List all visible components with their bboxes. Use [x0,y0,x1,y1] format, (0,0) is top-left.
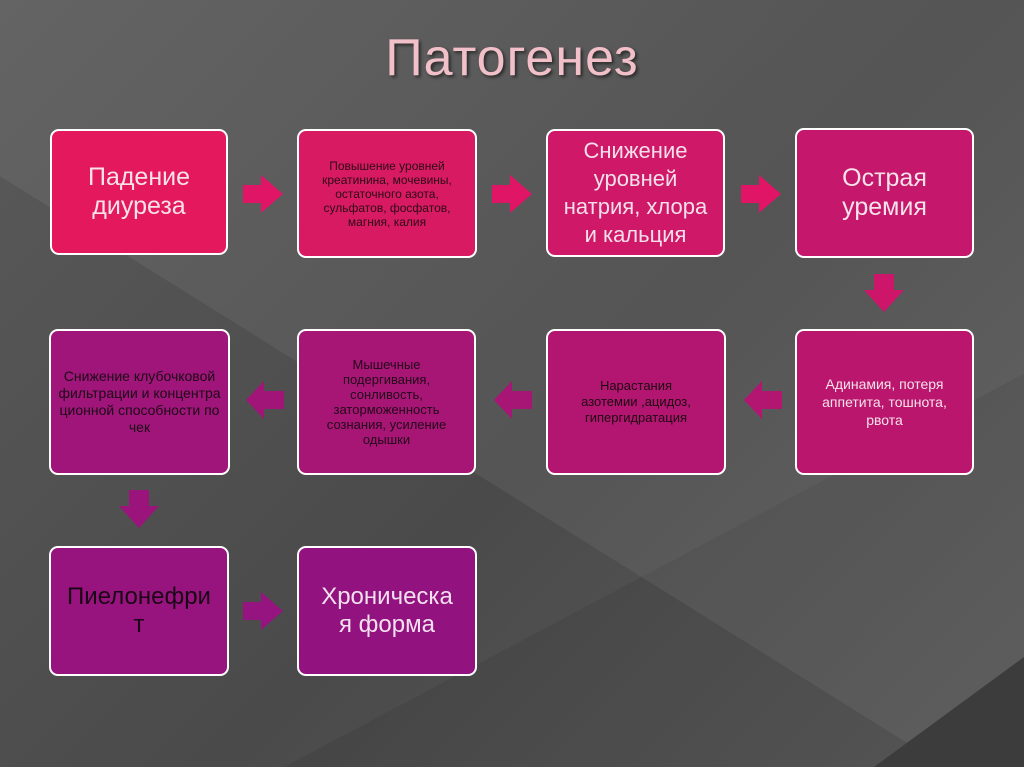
box-myshechnye-podergivaniya: Мышечные подергивания, сонливость, затор… [297,329,476,475]
box-label: Адинамия, потеря аппетита, тошнота, рвот… [822,376,947,428]
box-povyshenie-urovney: Повышение уровней креатинина, мочевины, … [297,129,477,258]
box-pielonefrit: Пиелонефрит [49,546,229,676]
box-adinamiya: Адинамия, потеря аппетита, тошнота, рвот… [795,329,974,475]
arrow-left-icon [494,381,532,419]
box-snizhenie-natriya: Снижение уровней натрия, хлора и кальция [546,129,725,257]
box-label: Хроническая форма [321,583,453,638]
arrow-left-icon [744,381,782,419]
box-label: Снижение уровней натрия, хлора и кальция [563,138,708,247]
box-label: Мышечные подергивания, сонливость, затор… [326,357,447,447]
box-snizhenie-filtracii: Снижение клубочковой фильтрации и концен… [49,329,230,475]
box-label: Острая уремия [842,164,927,221]
arrow-down-icon [119,490,159,528]
box-padenie-diureza: Падение диуреза [50,129,228,255]
page-title: Патогенез [385,29,639,87]
arrow-right-icon [741,175,781,213]
box-narastaniya-azotemii: Нарастания азотемии ,ацидоз, гипергидрат… [546,329,726,475]
arrow-right-icon [243,175,283,213]
box-ostraya-uremiya: Острая уремия [795,128,974,258]
arrow-right-icon [243,592,283,630]
box-label: Повышение уровней креатинина, мочевины, … [322,158,452,229]
box-label: Пиелонефрит [67,583,211,638]
arrow-left-icon [246,381,284,419]
box-khronicheskaya-forma: Хроническая форма [297,546,477,676]
arrow-down-icon [864,274,904,312]
arrow-right-icon [492,175,532,213]
box-label: Падение диуреза [87,163,191,220]
box-label: Нарастания азотемии ,ацидоз, гипергидрат… [581,378,691,425]
corner-decoration [874,657,1024,767]
box-label: Снижение клубочковой фильтрации и концен… [58,368,221,435]
